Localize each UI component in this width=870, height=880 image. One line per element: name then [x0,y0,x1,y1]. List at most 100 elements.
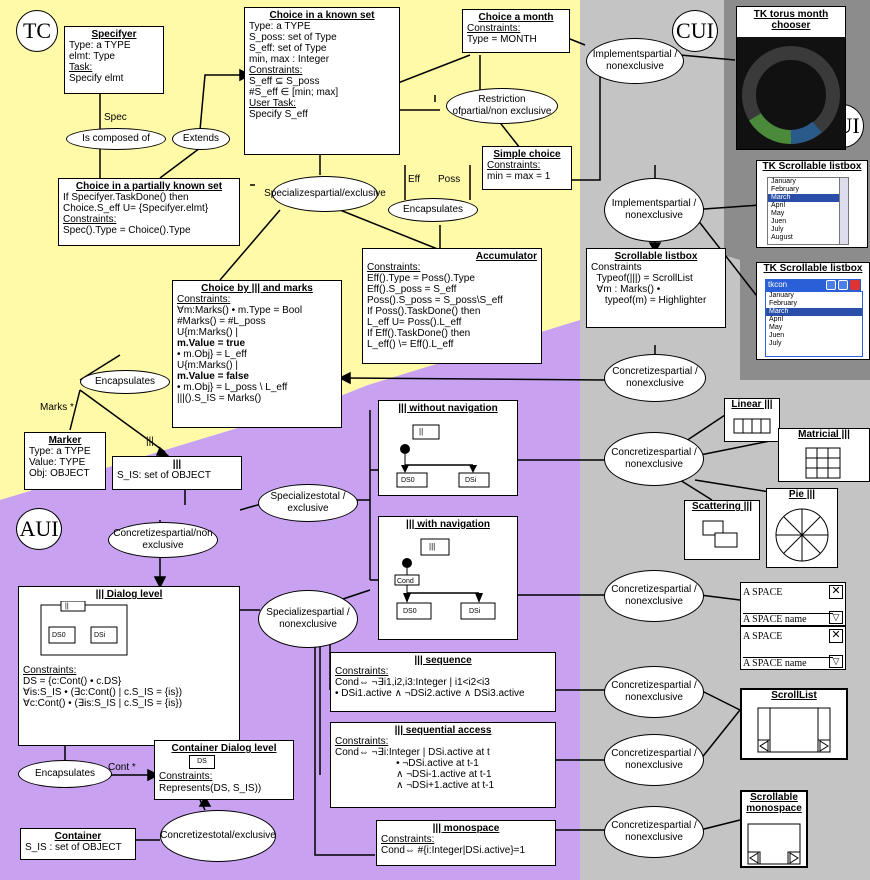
choice-known-constraint-1: S_eff ⊆ S_poss [249,76,320,87]
tkcon-maximize-icon[interactable] [838,280,848,290]
simple-choice-constraints-label: Constraints: [487,160,541,171]
restriction-line-2: partial/non exclusive [460,106,552,117]
space-window-1: A SPACE ✕ A SPACE name ▽ [740,582,846,626]
scrollable-mono-icon [747,823,801,865]
tkcon-titlebar[interactable]: tkcon [765,279,861,291]
specializes-te-line-2: total / exclusive [287,491,346,514]
marker-box: Marker Type: a TYPE Value: TYPE Obj: OBJ… [24,432,106,490]
concretizes-aui-line-2: partial/non exclusive [142,528,213,551]
sequence-constraints-label: Constraints: [335,666,389,677]
concretizes-r2-line-2: partial / non [625,584,697,607]
sequence-constraint-2: • DSi1.active ∧ ¬DSi2.active ∧ DSi3.acti… [335,688,525,699]
sequential-constraint-3: ∧ ¬DSi-1.active at t-1 [335,769,492,780]
encapsulates-left-text: Encapsulates [94,376,156,387]
sequential-constraint-4: ∧ ¬DSi+1.active at t-1 [335,780,495,791]
month-item[interactable]: August [771,234,793,241]
marker-title: Marker [48,435,82,446]
edge-label-spec: Spec [104,112,127,123]
specifyer-task: Specify elmt [69,73,124,84]
dialog-level-box: ||| Dialog level || DS0 DSi Constraints:… [18,586,240,746]
choice-marks-constraint-4: m.Value = true [177,338,246,349]
space-name-2: A SPACE name [743,657,833,669]
choice-marks-constraints-label: Constraints: [177,294,231,305]
accumulator-constraint-3: Poss().S_poss = S_poss\S_eff [367,295,503,306]
concretizes-r4-ellipse: Concretizespartial / nonexclusive [604,734,704,786]
concretizes-r3-line-3: exclusive [641,692,683,703]
simple-choice-constraint-1: min = max = 1 [487,171,551,182]
choice-partial-constraint-1: Spec().Type = Choice().Type [63,225,191,236]
iii-box: ||| S_IS: set of OBJECT [112,456,242,490]
tk-listbox-2: TK Scrollable listbox tkcon January Febr… [756,262,870,360]
specifyer-task-label: Task: [69,62,93,73]
sequence-constraint-1: Cond⇔ ¬∃i1,i2,i3:Integer | i1<i2<i3 [335,677,490,688]
with-nav-ds0: DS0 [403,608,417,615]
implements-top-line-3: exclusive [622,61,664,72]
monospace-title: ||| monospace [432,823,500,834]
implements-mid-line-3: exclusive [641,210,683,221]
edge-label-marks: Marks * [40,402,74,413]
simple-choice-box: Simple choice Constraints: min = max = 1 [482,146,572,190]
dialog-level-diagram [40,601,128,656]
edge-label-cont: Cont * [108,762,136,773]
scattering-title: Scattering ||| [691,501,753,512]
month-item-selected[interactable]: March [768,194,840,202]
month-item[interactable]: February [769,300,798,307]
specifyer-box: Specifyer Type: a TYPE elmt: Type Task: … [64,26,164,94]
space-name-1: A SPACE name [743,613,833,625]
choice-known-line-4: min, max : Integer [249,54,330,65]
tk-listbox-2-list[interactable]: January February March April May Juen Ju… [765,291,863,357]
tk-listbox-1-scrollbar[interactable] [839,177,849,245]
container-dialog-box: Container Dialog level DS Constraints: R… [154,740,294,800]
choice-known-line-2: S_poss: set of Type [249,32,337,43]
without-nav-title: ||| without navigation [398,403,498,414]
pie-title: Pie ||| [788,489,816,500]
without-nav-dsi: DSi [465,477,477,484]
dialog-level-title: ||| Dialog level [95,589,163,600]
space-close-icon-2: ✕ [829,629,843,643]
implements-top-line-2: partial / non [606,49,678,72]
month-item[interactable]: Juen [769,332,785,339]
month-item[interactable]: February [771,186,800,193]
dialog-level-constraint-3: ∀c:Cont() • (∃is:S_IS | c.S_IS = {is}) [23,698,183,709]
month-item[interactable]: January [771,178,796,185]
choice-partial-box: Choice in a partially known set If Speci… [58,178,240,246]
month-item[interactable]: January [769,292,794,299]
without-nav-box: ||| without navigation || DS0 DSi [378,400,518,496]
month-item-selected[interactable]: March [766,308,862,316]
linear-title: Linear ||| [731,399,773,410]
tkcon-minimize-icon[interactable] [826,280,836,290]
sequence-box: ||| sequence Constraints: Cond⇔ ¬∃i1,i2,… [330,652,556,712]
choice-marks-constraint-7: m.Value = false [177,371,249,382]
month-item[interactable]: July [769,340,782,347]
choice-known-constraint-2: #S_eff ∈ [min; max] [249,87,339,98]
month-item[interactable]: April [771,202,786,209]
with-nav-dsi: DSi [469,608,481,615]
month-item[interactable]: May [771,210,785,217]
implements-top-line-1: Implements [592,49,645,60]
dialog-level-dsi: DSi [94,632,106,639]
concretizes-r3-ellipse: Concretizespartial / nonexclusive [604,666,704,718]
month-item[interactable]: April [769,316,784,323]
concretizes-cui-ellipse: Concretizespartial / nonexclusive [604,354,706,402]
tkcon-close-icon[interactable] [850,280,860,290]
accumulator-constraint-4: If Poss().TaskDone() then [367,306,481,317]
specializes-pne-ellipse: Specializespartial / nonexclusive [258,590,358,648]
implements-top-ellipse: Implementspartial / nonexclusive [586,38,684,84]
restriction-line-1: Restriction of [452,94,526,117]
with-nav-box: ||| with navigation ||| Cond DS0 DSi [378,516,518,640]
month-item[interactable]: Juen [771,218,787,225]
choice-partial-line-2: Choice.S_eff U= {Specifyer.elmt} [63,203,209,214]
with-nav-diagram [394,538,496,620]
monospace-constraints-label: Constraints: [381,834,435,845]
month-item[interactable]: July [771,226,784,233]
with-nav-inner: ||| [429,542,436,551]
dialog-level-constraint-2: ∀is:S_IS • (∃c:Cont() | c.S_IS = {is}) [23,687,183,698]
month-item[interactable]: May [769,324,783,331]
sequential-title: ||| sequential access [394,725,492,736]
scrollable-mono-widget: Scrollable monospace [740,790,808,868]
accumulator-constraint-6: If Eff().TaskDone() then [367,328,471,339]
tk-listbox-1-list[interactable]: January February March April May Juen Ju… [767,177,841,245]
accumulator-constraint-1: Eff().Type = Poss().Type [367,273,475,284]
container-dialog-ds-box: DS [189,755,215,769]
concretizes-r2-ellipse: Concretizespartial / nonexclusive [604,570,704,622]
